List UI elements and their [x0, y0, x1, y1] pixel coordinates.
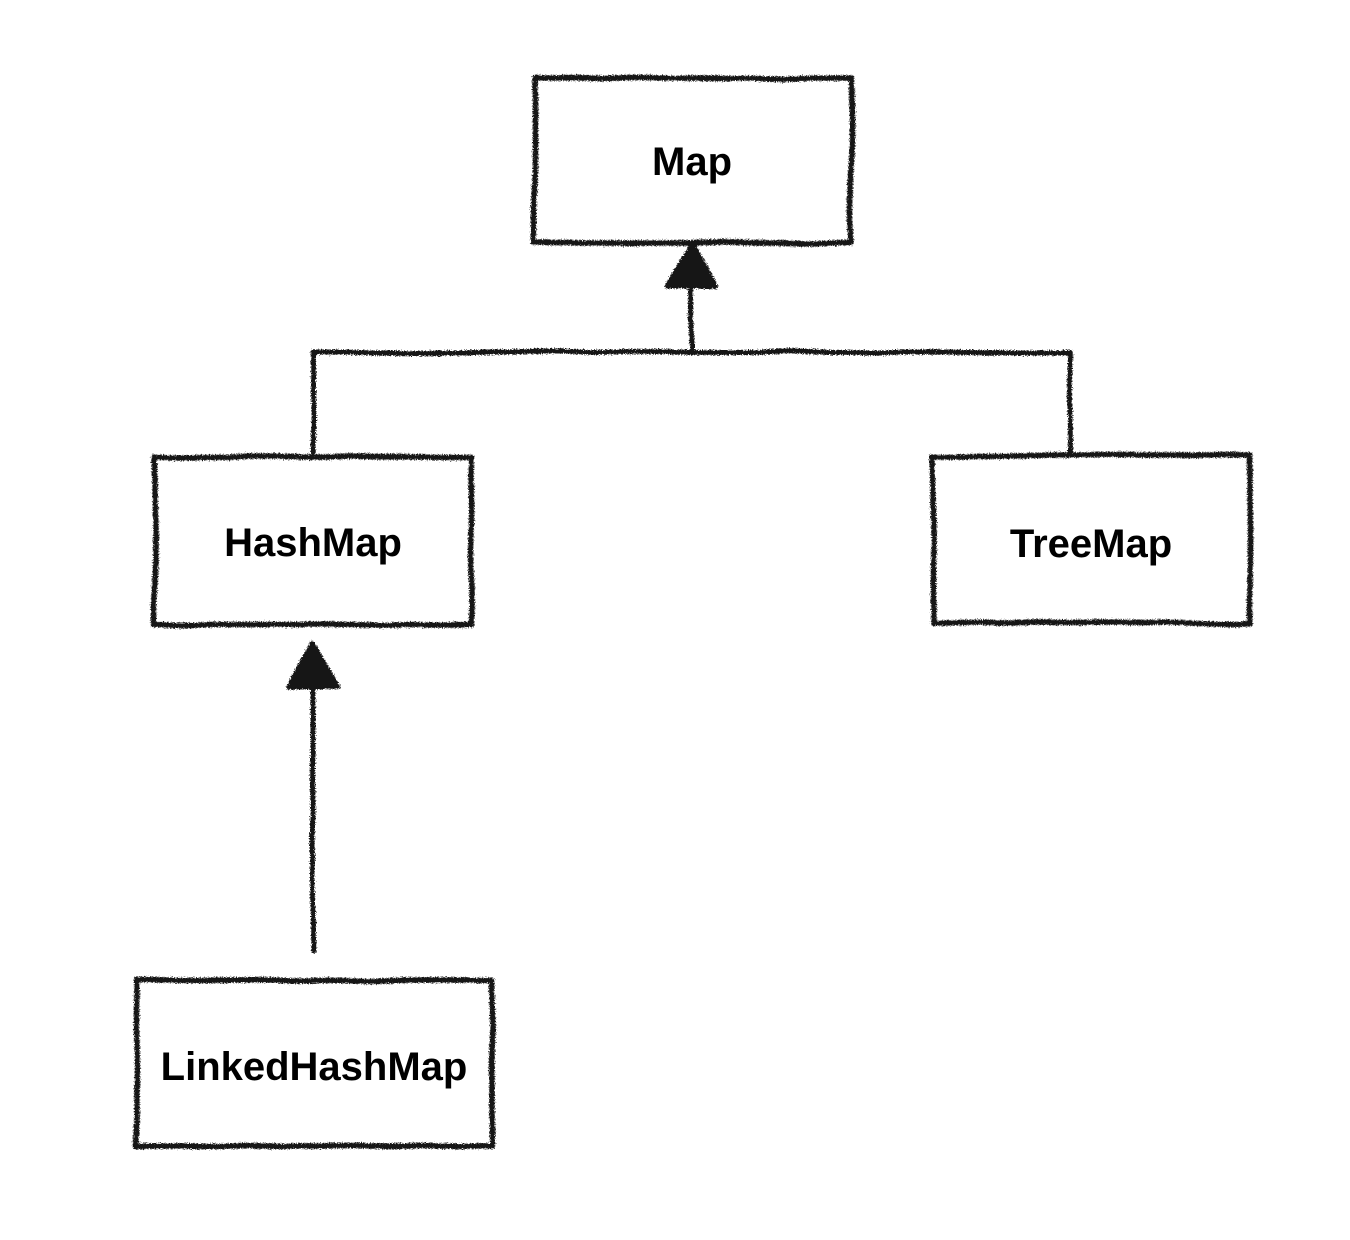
arrowhead-to-hashmap-icon: [286, 641, 340, 689]
node-treemap-box: [930, 453, 1253, 626]
node-linkedhashmap-box: [133, 977, 495, 1149]
ink-layer: [133, 75, 1253, 1149]
node-hashmap-label: HashMap: [224, 521, 402, 565]
node-map-box: [531, 75, 854, 246]
node-hashmap-box: [152, 454, 474, 628]
arrowhead-to-map-icon: [665, 242, 719, 288]
node-map-label: Map: [652, 140, 732, 184]
edge-hashmap-treemap-branch: [310, 349, 1073, 456]
labels-layer: Map HashMap TreeMap LinkedHashMap: [161, 140, 1173, 1089]
node-linkedhashmap-label: LinkedHashMap: [161, 1045, 468, 1089]
node-treemap-label: TreeMap: [1010, 522, 1172, 566]
